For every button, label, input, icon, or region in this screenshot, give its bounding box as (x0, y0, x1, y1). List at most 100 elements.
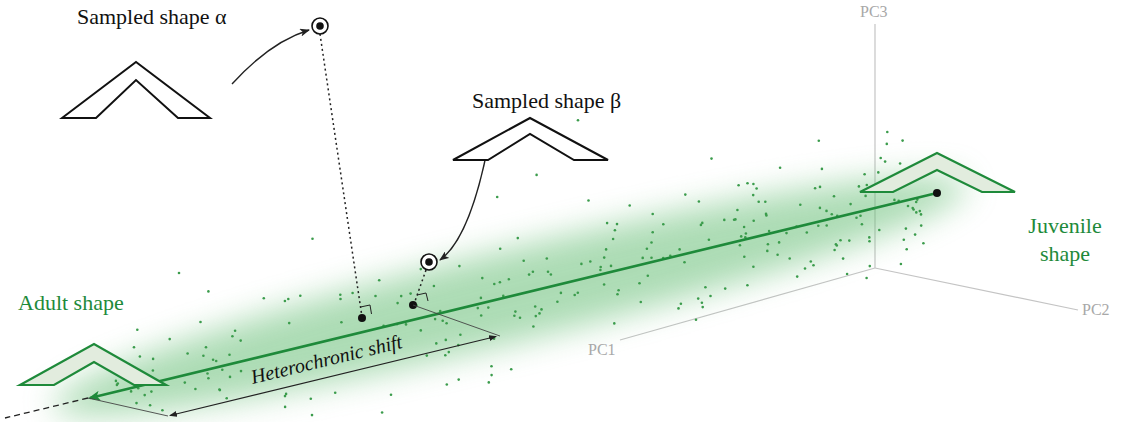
sample-dot (905, 227, 908, 230)
sample-dot (334, 392, 337, 395)
sample-dot (477, 307, 480, 310)
sample-dot (610, 265, 613, 268)
sample-dot (374, 295, 377, 298)
sample-dot (651, 213, 654, 216)
sample-dot (481, 277, 484, 280)
sample-dot (573, 294, 576, 297)
sample-dot (480, 314, 483, 317)
sample-dot (435, 342, 438, 345)
sample-dot (745, 232, 748, 235)
sample-dot (617, 289, 620, 292)
sample-dot (613, 322, 616, 325)
shape-beta (453, 118, 608, 160)
sample-dot (849, 203, 852, 206)
sample-dot (284, 395, 287, 398)
sample-dot (150, 390, 153, 393)
sample-dot (263, 297, 266, 300)
sample-dot (810, 260, 813, 263)
sample-dot (704, 286, 707, 289)
sample-dot (743, 226, 746, 229)
sample-dot (866, 184, 869, 187)
sample-dot (605, 248, 608, 251)
sample-dot (496, 196, 499, 199)
sample-dot (886, 143, 889, 146)
sample-dot (445, 322, 448, 325)
sample-dot (534, 305, 537, 308)
sample-dot (819, 186, 822, 189)
sample-dot (340, 321, 343, 324)
sample-dot (616, 293, 619, 296)
sample-dot (755, 187, 758, 190)
sample-dot (550, 273, 553, 276)
sample-dot (650, 241, 653, 244)
sample-dot (700, 224, 703, 227)
right-angle (361, 305, 372, 314)
sample-dot (396, 302, 399, 305)
sample-dot (684, 193, 687, 196)
sample-dot (900, 263, 903, 266)
sample-dot (740, 235, 743, 238)
sample-dot (825, 224, 828, 227)
sample-dot (116, 384, 119, 387)
sample-dot (833, 195, 836, 198)
sample-dot (221, 369, 224, 372)
sample-dot (746, 284, 749, 287)
sample-dot (540, 308, 543, 311)
sample-dot (768, 230, 771, 233)
sample-dot (628, 204, 631, 207)
sample-dot (733, 218, 736, 221)
sample-dot (490, 365, 493, 368)
sample-dot (737, 184, 740, 187)
sample-dot (288, 322, 291, 325)
sample-dot (864, 195, 867, 198)
sample-dot (806, 231, 809, 234)
sample-dot (215, 360, 218, 363)
sample-point (421, 254, 437, 270)
sample-dot (433, 285, 436, 288)
sample-dot (560, 292, 563, 295)
sample-dot (339, 294, 342, 297)
sample-dot (884, 160, 887, 163)
sample-dot (886, 131, 889, 134)
sample-dot (493, 283, 496, 286)
sample-dot (778, 241, 781, 244)
sample-dot (698, 200, 701, 203)
sample-dot (161, 409, 164, 412)
sample-dot (184, 381, 187, 384)
sample-dot (207, 290, 210, 293)
sample-dot (459, 334, 462, 337)
sample-dot (766, 250, 769, 253)
sample-dot (499, 281, 502, 284)
sample-dot (709, 295, 712, 298)
sample-dot (420, 268, 423, 271)
sample-dot (287, 298, 290, 301)
sample-dot (680, 302, 683, 305)
sample-dot (765, 214, 768, 217)
sample-dot (836, 244, 839, 247)
sample-dot (168, 338, 171, 341)
sample-dot (587, 199, 590, 202)
sample-dot (135, 402, 138, 405)
sample-dot (229, 376, 232, 379)
extrapolation (5, 398, 88, 418)
sample-dot (757, 201, 760, 204)
sample-dot (863, 173, 866, 176)
projection-line (414, 270, 426, 304)
sample-dot (212, 359, 215, 362)
sample-dot (499, 247, 502, 250)
projection-line (320, 34, 362, 317)
sample-dot (178, 272, 181, 275)
sample-dot (228, 353, 231, 356)
sample-label: Sampled shape β (472, 90, 621, 112)
sample-dot (206, 372, 209, 375)
sample-dot (510, 368, 513, 371)
sample-dot (920, 213, 923, 216)
sample-dot (839, 239, 842, 242)
sample-dot (589, 260, 592, 263)
sample-dot (915, 201, 918, 204)
sample-dot (920, 224, 923, 227)
sample-dot (205, 346, 208, 349)
sample-dot (514, 310, 517, 313)
sample-dot (202, 354, 205, 357)
